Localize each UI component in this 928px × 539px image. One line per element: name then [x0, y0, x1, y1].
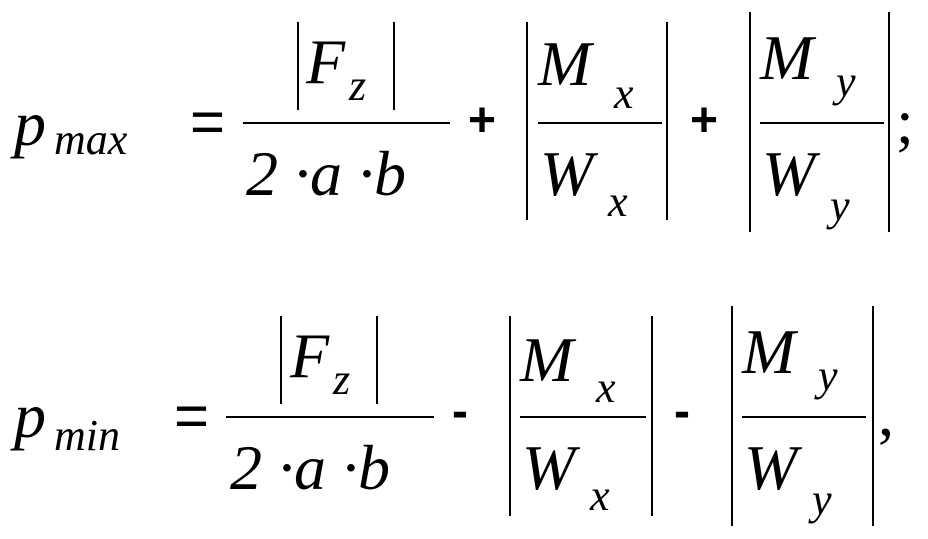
section-modulus-symbol: W — [522, 432, 576, 503]
lhs-symbol: p — [14, 88, 46, 159]
abs-bars-force — [280, 316, 378, 404]
minus-operator: - — [452, 385, 468, 438]
section-modulus-symbol: W — [744, 432, 798, 503]
fraction-bar — [243, 122, 450, 124]
equation-p-max: p max = F z 2 ·a ·b + M x W x + M y W y … — [0, 0, 928, 260]
abs-bars-moment-y — [749, 12, 890, 232]
section-modulus-subscript: y — [812, 475, 832, 524]
terminator: , — [878, 378, 894, 449]
abs-bars-moment-y — [731, 306, 874, 526]
section-modulus-subscript: x — [590, 471, 610, 520]
section-modulus-symbol: W — [540, 138, 594, 209]
abs-bars-moment-x — [526, 22, 668, 220]
equals-sign: = — [174, 382, 210, 449]
abs-bars-moment-x — [509, 316, 653, 516]
section-modulus-subscript: x — [608, 177, 628, 226]
fraction-bar — [760, 122, 884, 124]
fraction-bar — [538, 122, 662, 124]
fraction-bar — [226, 416, 434, 418]
section-modulus-subscript: y — [830, 181, 850, 230]
plus-operator: + — [468, 94, 497, 147]
lhs-subscript: min — [54, 411, 120, 460]
minus-operator: - — [674, 385, 690, 438]
fraction-bar — [520, 416, 646, 418]
moment-subscript: y — [836, 57, 856, 106]
moment-symbol: M — [760, 22, 814, 93]
equation-p-min: p min = F z 2 ·a ·b - M x W x - M y W y … — [0, 290, 928, 539]
equals-sign: = — [190, 88, 226, 155]
denominator: 2 ·a ·b — [230, 432, 390, 503]
lhs-symbol: p — [14, 380, 46, 451]
moment-subscript: x — [614, 69, 634, 118]
moment-symbol: M — [742, 316, 796, 387]
denominator: 2 ·a ·b — [246, 138, 406, 209]
moment-symbol: M — [538, 28, 592, 99]
abs-bars-force — [297, 22, 395, 110]
section-modulus-symbol: W — [762, 138, 816, 209]
moment-subscript: y — [818, 351, 838, 400]
force-subscript: z — [333, 355, 351, 404]
moment-subscript: x — [596, 363, 616, 412]
force-symbol: F — [306, 26, 346, 97]
fraction-bar — [742, 416, 866, 418]
moment-symbol: M — [520, 324, 574, 395]
force-subscript: z — [349, 61, 367, 110]
terminator: ; — [896, 86, 914, 157]
force-symbol: F — [290, 320, 330, 391]
plus-operator: + — [690, 94, 719, 147]
lhs-subscript: max — [54, 115, 128, 164]
